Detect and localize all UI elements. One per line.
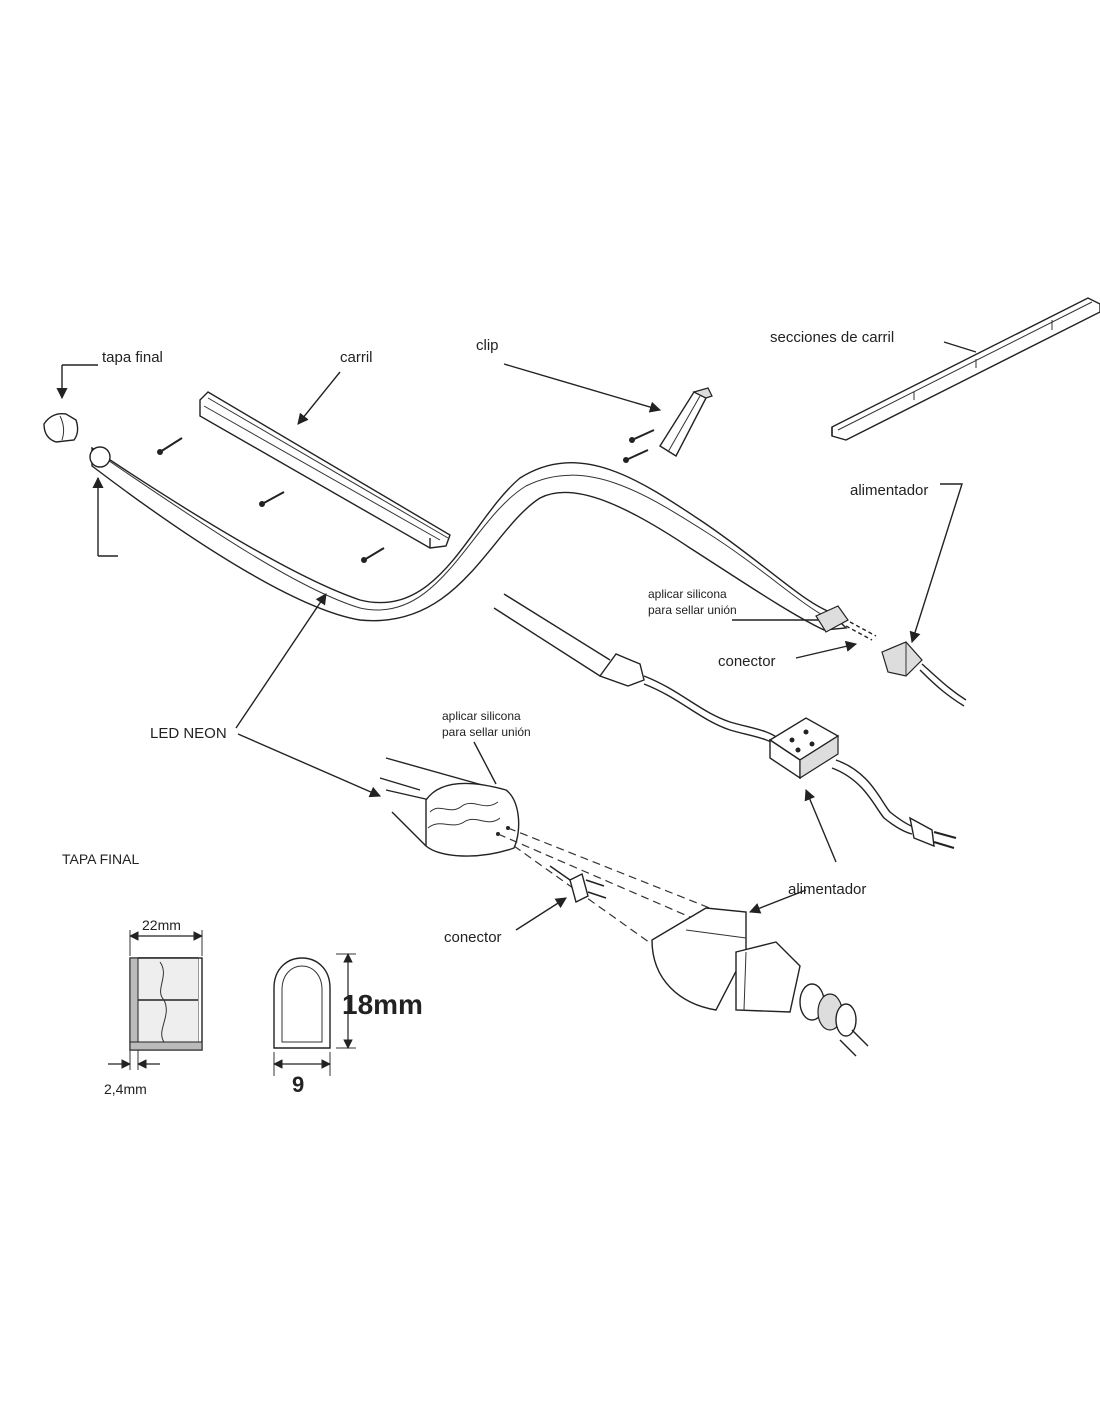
screw-icon (623, 449, 649, 463)
led-neon-arrow-top (235, 593, 327, 729)
screw-icon (361, 547, 385, 563)
silicona-label-top-2: para sellar unión (648, 603, 737, 617)
rail-sections-leader (943, 341, 977, 353)
tapa-final-label: tapa final (102, 349, 163, 366)
dim-18mm: 18mm (342, 989, 423, 1020)
power-feeder-detail (651, 907, 869, 1057)
screw-icon (629, 429, 655, 443)
screw-icon (259, 491, 285, 507)
alimentador-label-mid: alimentador (788, 881, 866, 898)
silicona-label-mid-2: para sellar unión (442, 725, 531, 739)
neon-section-detail (379, 757, 520, 857)
screws (157, 429, 655, 563)
led-neon-arrow-mid (237, 733, 382, 798)
clip-arrow (503, 363, 662, 413)
alimentador-mid-arrow (804, 788, 837, 863)
dim-22mm: 22mm (142, 917, 181, 933)
plug-cable (831, 759, 957, 849)
carril-arrow (297, 371, 341, 425)
conector-top-arrow (795, 640, 858, 659)
connector-pin-mid (549, 865, 607, 904)
alimentador-label-top: alimentador (850, 482, 928, 499)
neon-profile (273, 953, 356, 1076)
screw-icon (157, 437, 183, 455)
end-cap-part (43, 413, 79, 443)
silicona-label-top-1: aplicar silicona (648, 587, 727, 601)
alignment-guides (497, 827, 741, 951)
power-feeder-top (881, 641, 967, 707)
tapa-final-heading: TAPA FINAL (62, 851, 139, 867)
conector-mid-arrow (515, 897, 567, 931)
dim-9: 9 (292, 1072, 304, 1097)
conector-label-top: conector (718, 653, 776, 670)
neon-with-cable (493, 593, 781, 749)
silicona-mid-leader (473, 741, 497, 785)
transformer-box (768, 717, 840, 780)
clip-label: clip (476, 337, 499, 354)
carril-label: carril (340, 349, 373, 366)
led-neon-tube (89, 446, 849, 633)
silicona-label-mid-1: aplicar silicona (442, 709, 521, 723)
dim-2-4mm: 2,4mm (104, 1081, 147, 1097)
alimentador-detail-arrow (748, 889, 807, 914)
secciones-de-carril-label: secciones de carril (770, 329, 894, 346)
rail-part (199, 391, 451, 549)
clip-part (659, 387, 713, 457)
alimentador-top-arrow (909, 483, 963, 644)
led-neon-label: LED NEON (150, 725, 227, 742)
connector-pins-top (845, 621, 877, 641)
rail-sections (831, 297, 1100, 441)
conector-label-mid: conector (444, 929, 502, 946)
end-cap-section (108, 930, 203, 1070)
